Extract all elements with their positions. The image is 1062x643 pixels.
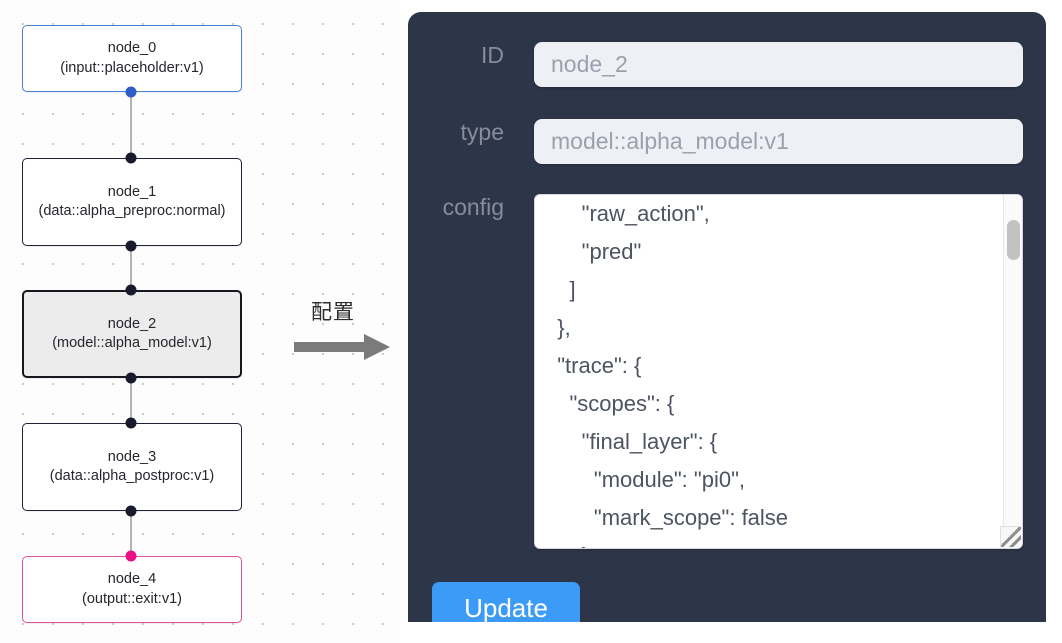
flow-canvas[interactable]: node_0 (input::placeholder:v1) node_1 (d…: [0, 0, 400, 643]
config-textarea-wrapper[interactable]: "raw_action", "pred" ] }, "trace": { "sc…: [534, 194, 1023, 549]
id-field-label: ID: [481, 42, 504, 68]
arrow-label: 配置: [311, 300, 355, 324]
node-config-panel: ID type config "raw_action", "pred" ] },…: [408, 12, 1046, 622]
node-handle-source-node_0[interactable]: [125, 86, 137, 98]
config-textarea[interactable]: "raw_action", "pred" ] }, "trace": { "sc…: [557, 201, 789, 548]
flow-node-id-label: node_4: [107, 571, 157, 587]
node-handle-source-node_3[interactable]: [125, 505, 137, 517]
type-input[interactable]: [534, 119, 1023, 164]
flow-node-type-label: (output::exit:v1): [82, 590, 182, 607]
node-handle-target-node_1[interactable]: [125, 152, 137, 164]
flow-node-id-label: node_2: [107, 315, 157, 332]
flow-node-id-label: node_3: [107, 448, 157, 465]
node-handle-target-node_4[interactable]: [125, 550, 137, 562]
field-row-id: ID: [432, 42, 1023, 87]
node-handle-target-node_2[interactable]: [125, 284, 137, 296]
right-arrow-icon: [294, 334, 394, 365]
id-input[interactable]: [534, 42, 1023, 87]
flow-node-id-label: node_0: [107, 40, 157, 56]
flow-node-type-label: (model::alpha_model:v1): [52, 335, 212, 351]
flow-node-type-label: (data::alpha_postproc:v1): [49, 468, 215, 484]
node-handle-source-node_2[interactable]: [125, 372, 137, 384]
flow-node-type-label: (data::alpha_preproc:normal): [38, 203, 226, 219]
config-field-label: config: [442, 194, 504, 220]
field-row-type: type: [432, 119, 1023, 164]
config-scrollbar-thumb[interactable]: [1007, 220, 1020, 260]
edge-node2-node3: [130, 378, 132, 444]
config-resize-handle[interactable]: [1000, 526, 1021, 547]
field-row-config: config "raw_action", "pred" ] }, "trace"…: [432, 194, 1023, 549]
edge-node0-node1: [130, 92, 132, 158]
edge-node1-node2: [130, 246, 132, 312]
edge-node3-node4: [130, 511, 132, 577]
node-handle-target-node_3[interactable]: [125, 417, 137, 429]
flow-node-node_1[interactable]: node_1 (data::alpha_preproc:normal): [22, 158, 242, 246]
flow-node-node_2[interactable]: node_2 (model::alpha_model:v1): [22, 290, 242, 378]
node-handle-source-node_1[interactable]: [125, 240, 137, 252]
flow-node-id-label: node_1: [107, 183, 157, 200]
flow-node-node_0[interactable]: node_0 (input::placeholder:v1): [22, 25, 242, 92]
flow-node-type-label: (input::placeholder:v1): [60, 59, 204, 76]
flow-node-node_4[interactable]: node_4 (output::exit:v1): [22, 556, 242, 623]
flow-node-node_3[interactable]: node_3 (data::alpha_postproc:v1): [22, 423, 242, 511]
update-button[interactable]: Update: [432, 582, 580, 622]
config-flow-arrow: 配置: [292, 296, 396, 360]
config-scrollbar[interactable]: [1003, 195, 1022, 548]
type-field-label: type: [460, 119, 504, 145]
